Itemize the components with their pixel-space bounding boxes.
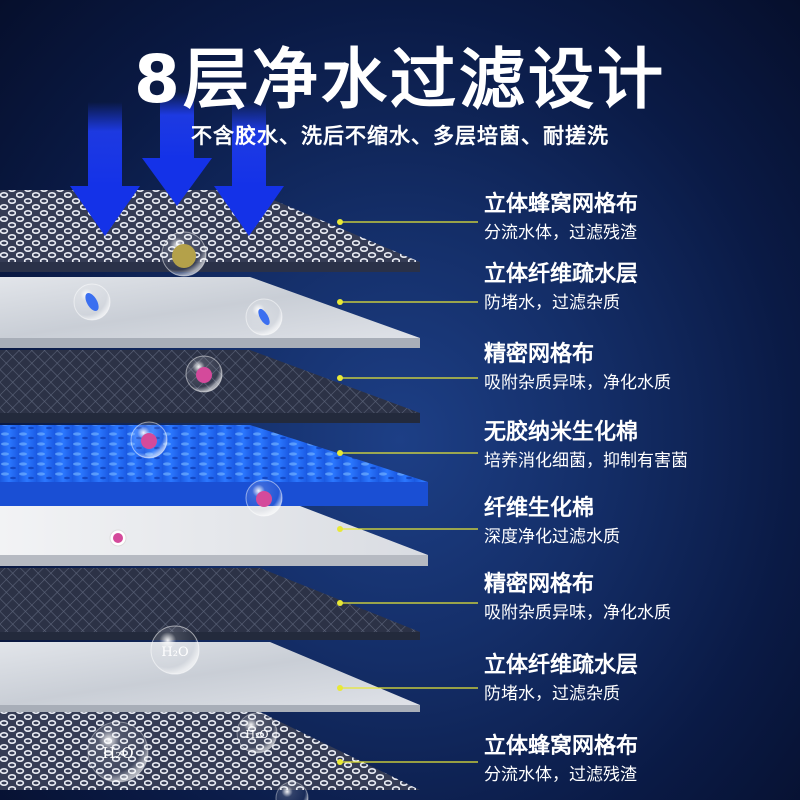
- layer-desc: 培养消化细菌，抑制有害菌: [484, 451, 688, 471]
- arrow-down-icon: [70, 102, 140, 236]
- layer-desc: 分流水体，过滤残渣: [484, 765, 637, 785]
- layer-7-fiber-sheet: [0, 642, 420, 712]
- layer-desc: 防堵水，过滤杂质: [484, 684, 620, 704]
- bubble-dirt-particle: [161, 231, 207, 277]
- callout-dot: [337, 450, 343, 456]
- bubble-virus-icon: [130, 421, 168, 459]
- layer-2-fiber-sheet: [0, 277, 420, 348]
- layer-1-honeycomb-mesh: [0, 190, 420, 272]
- callout-lines: [340, 221, 478, 763]
- callout-dot: [337, 299, 343, 305]
- callout-dot: [337, 685, 343, 691]
- callout-dot: [337, 375, 343, 381]
- layer-6-precision-mesh: [0, 568, 420, 640]
- callout-dot: [337, 600, 343, 606]
- layer-label-8: 立体蜂窝网格布 分流水体，过滤残渣: [484, 732, 638, 788]
- layer-name: 精密网格布: [484, 572, 595, 597]
- bubble-h2o-icon: H₂O: [87, 721, 149, 783]
- callout-dots: [337, 219, 343, 765]
- layer-desc: 防堵水，过滤杂质: [484, 293, 620, 313]
- bubble-bacteria-icon: [245, 298, 283, 336]
- layer-name: 立体纤维疏水层: [484, 653, 639, 678]
- water-flow-arrows: [70, 92, 284, 236]
- virus-icon: [109, 529, 127, 547]
- page-subtitle: 不含胶水、洗后不缩水、多层培菌、耐搓洗: [191, 124, 609, 148]
- layer-label-1: 立体蜂窝网格布 分流水体，过滤残渣: [484, 190, 638, 246]
- arrow-down-icon: [142, 92, 212, 206]
- layer-desc: 深度净化过滤水质: [484, 527, 620, 547]
- bubble-h2o-icon: H₂O: [150, 625, 200, 675]
- h2o-label: H₂O: [161, 645, 188, 660]
- layer-label-2: 立体纤维疏水层 防堵水，过滤杂质: [484, 260, 638, 316]
- layer-label-7: 立体纤维疏水层 防堵水，过滤杂质: [484, 651, 638, 707]
- layer-5-white-cotton: [0, 506, 428, 566]
- layer-name: 立体蜂窝网格布: [484, 734, 639, 759]
- callout-dot: [337, 219, 343, 225]
- layer-8-honeycomb-mesh: [0, 712, 420, 790]
- layer-4-blue-foam: [0, 425, 428, 506]
- layer-label-5: 纤维生化棉 深度净化过滤水质: [484, 494, 620, 550]
- arrow-down-icon: [214, 102, 284, 236]
- bubble-bacteria-icon: [73, 283, 111, 321]
- page-title: 8层净水过滤设计: [134, 41, 666, 118]
- layer-label-6: 精密网格布 吸附杂质异味，净化水质: [484, 570, 671, 626]
- layer-desc: 吸附杂质异味，净化水质: [484, 373, 671, 393]
- h2o-label: H₂O: [245, 728, 268, 741]
- layer-desc: 分流水体，过滤残渣: [484, 223, 637, 243]
- layer-name: 精密网格布: [484, 342, 595, 367]
- layer-name: 立体纤维疏水层: [484, 262, 639, 287]
- layer-name: 立体蜂窝网格布: [484, 192, 639, 217]
- bubble-h2o-icon: H₂O: [236, 712, 278, 754]
- layer-label-4: 无胶纳米生化棉 培养消化细菌，抑制有害菌: [484, 418, 688, 474]
- bubble-virus-icon: [185, 355, 223, 393]
- layer-label-3: 精密网格布 吸附杂质异味，净化水质: [484, 340, 671, 396]
- layer-name: 无胶纳米生化棉: [484, 420, 639, 445]
- h2o-label: H₂O: [102, 744, 133, 762]
- callout-dot: [337, 759, 343, 765]
- bubble-decor-icon: [275, 781, 309, 800]
- bubble-virus-icon: [245, 479, 283, 517]
- layer-name: 纤维生化棉: [484, 496, 595, 521]
- callout-dot: [337, 526, 343, 532]
- layer-desc: 吸附杂质异味，净化水质: [484, 603, 671, 623]
